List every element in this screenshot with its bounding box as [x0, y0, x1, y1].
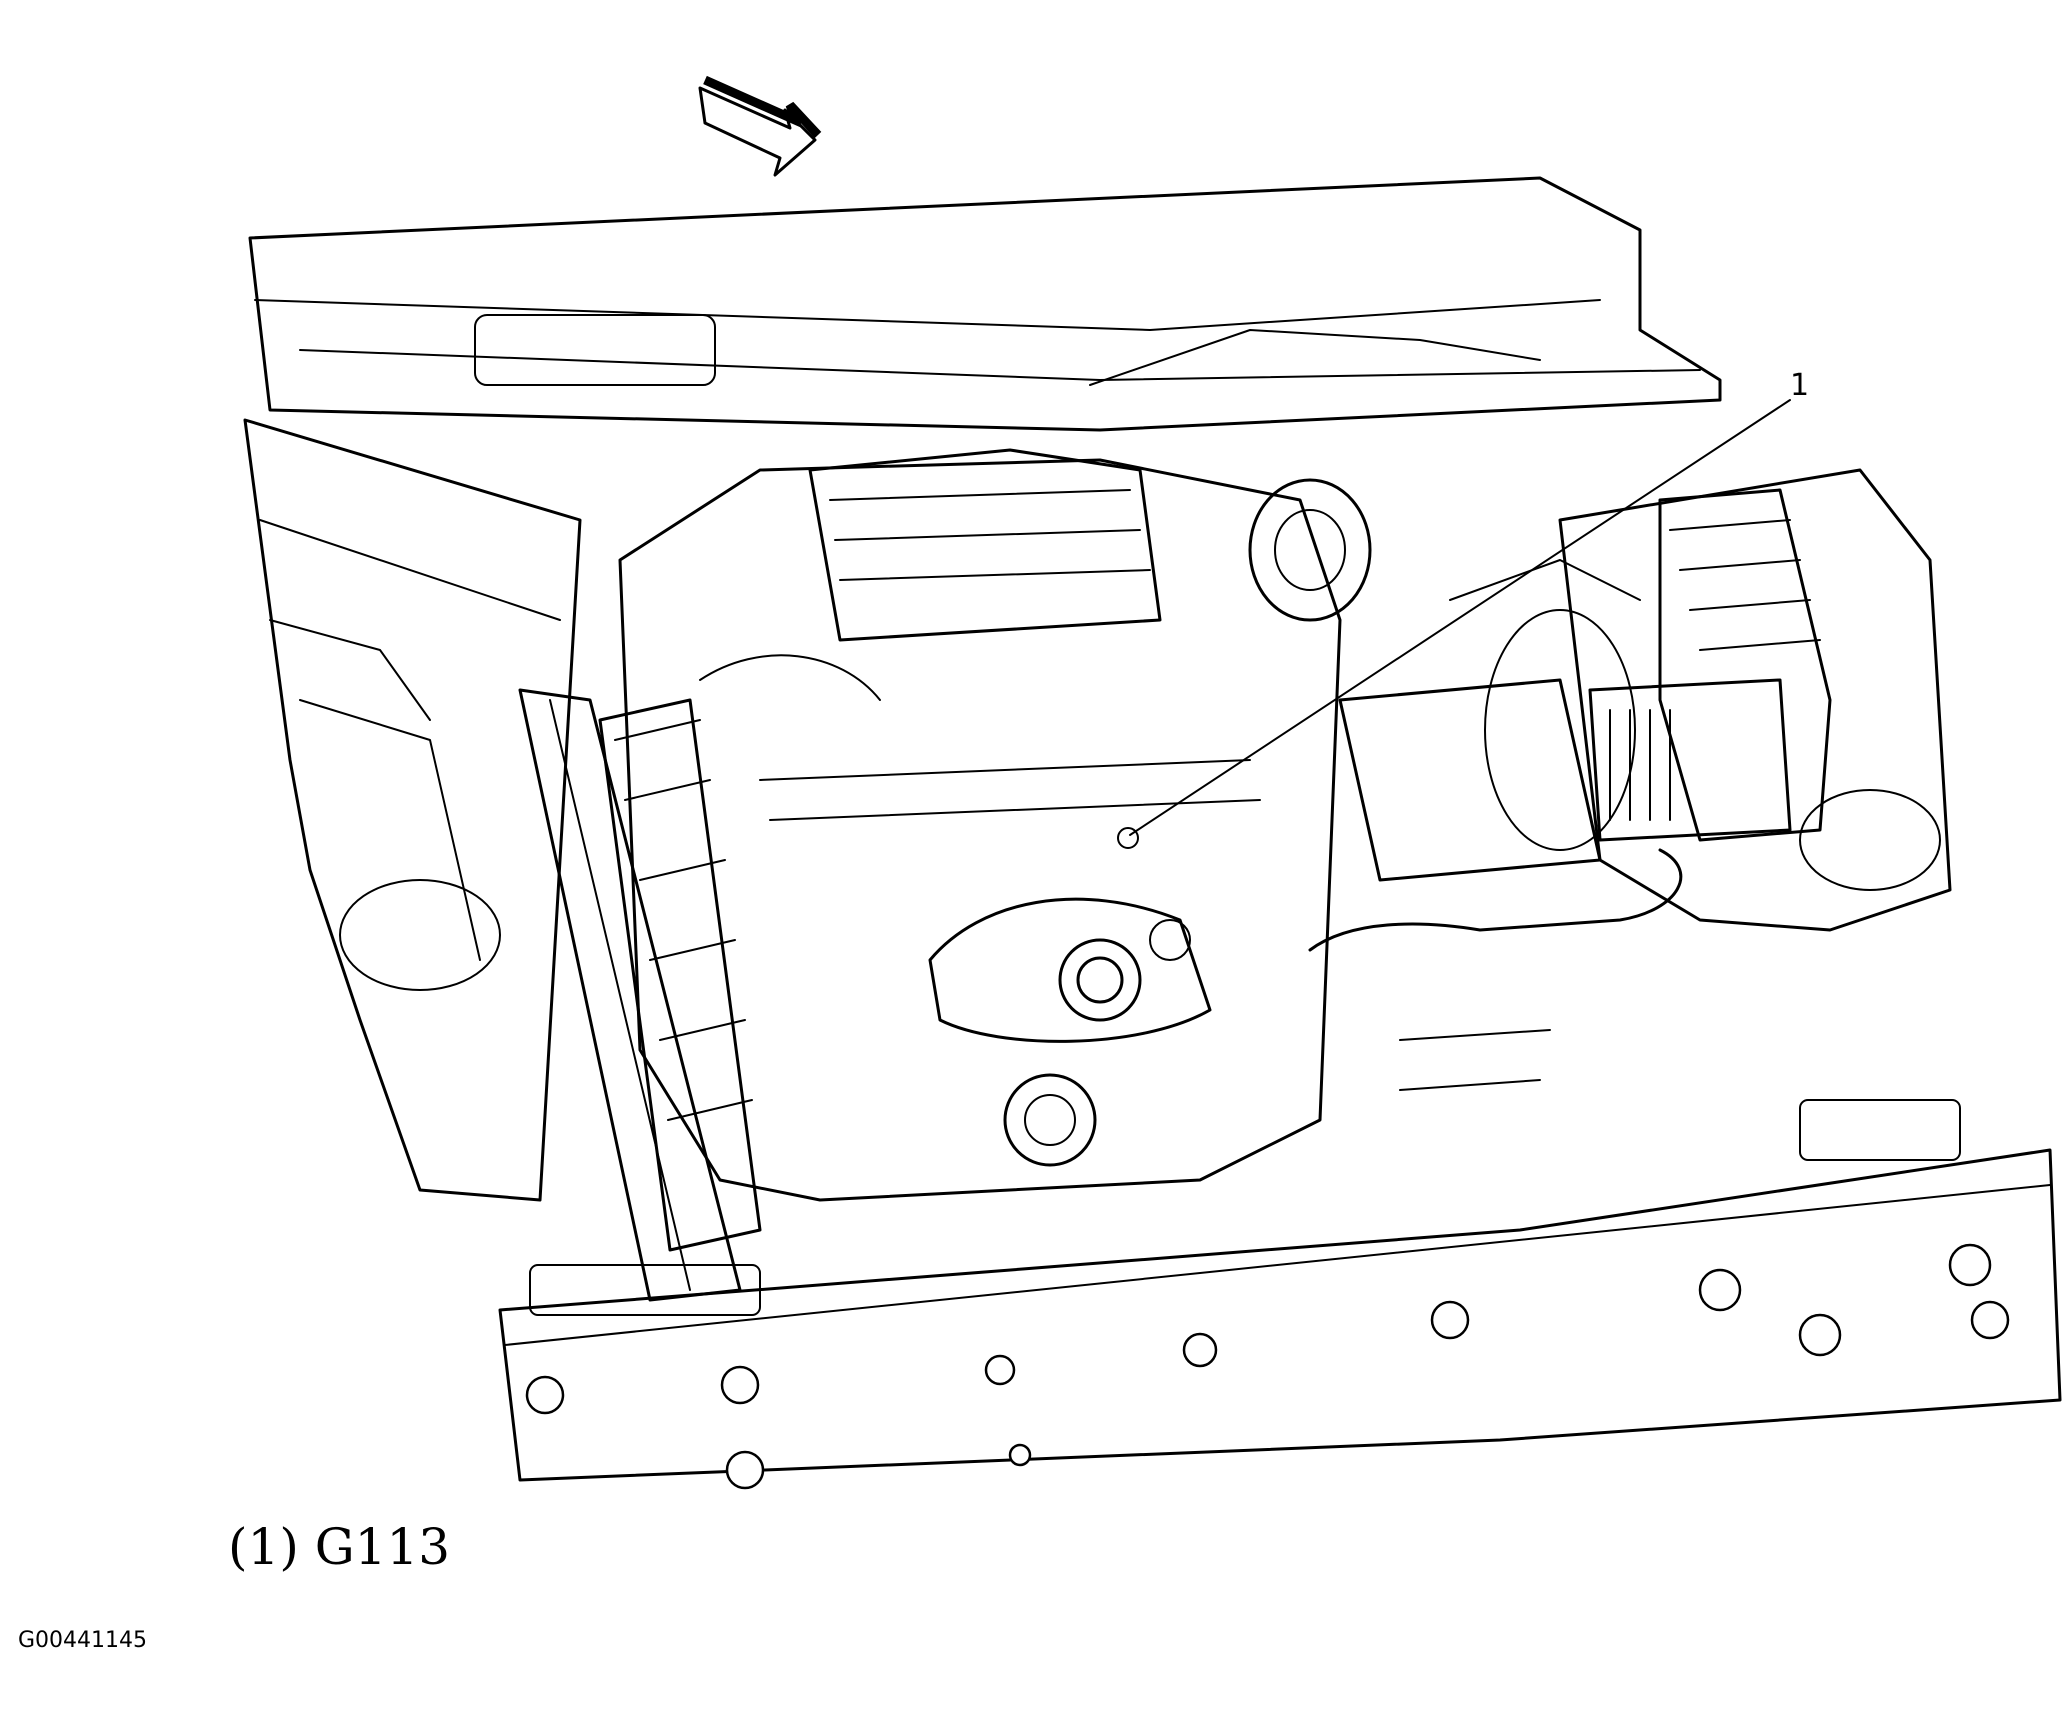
engine-assembly [618, 448, 1683, 1202]
radiator-fan [598, 698, 762, 1252]
legend-caption: (1) G113 [228, 1518, 451, 1576]
right-fender-apron [1449, 468, 1952, 932]
figure-id-label: G00441145 [18, 1628, 148, 1653]
front-bumper-bar [498, 1099, 2062, 1490]
callout-1: 1 [1117, 368, 1809, 849]
view-direction-arrow [698, 75, 822, 177]
cowl-panel [248, 176, 1722, 432]
left-fender-apron [243, 418, 582, 1202]
callout-number: 1 [1790, 368, 1809, 403]
underhood-fuse-block [1588, 488, 1832, 842]
